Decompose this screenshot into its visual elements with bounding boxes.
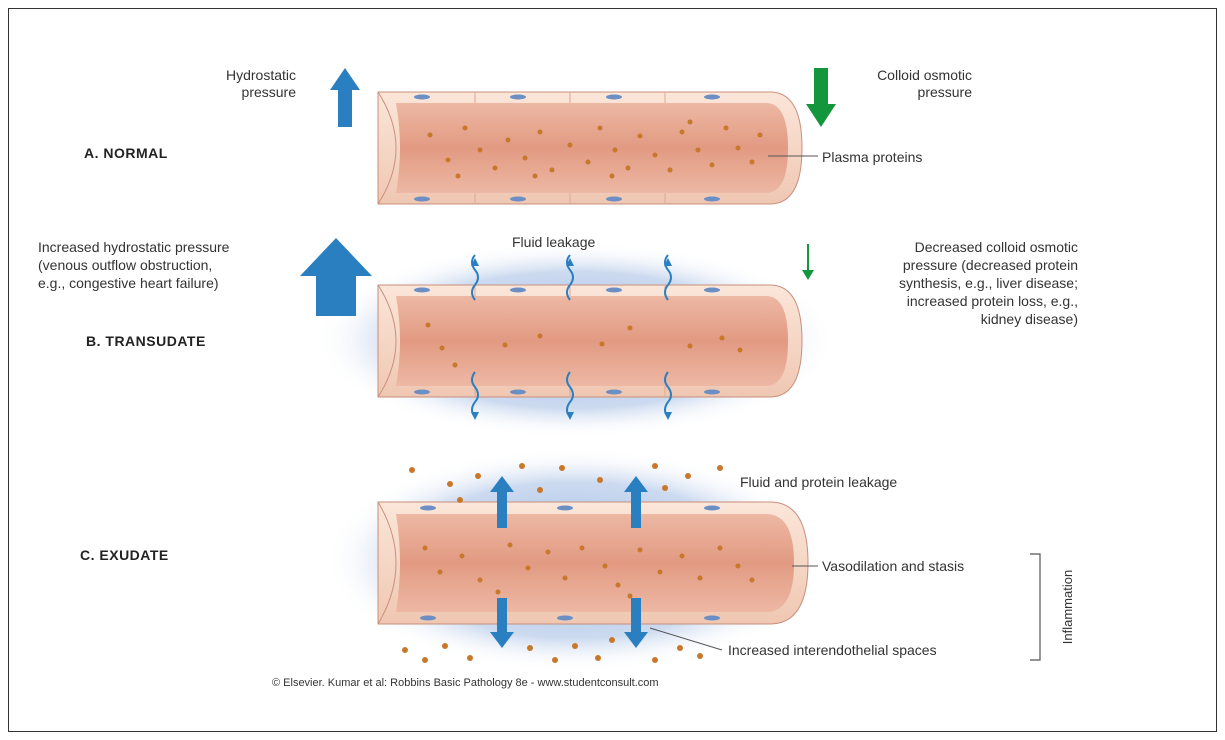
increased-hydrostatic-line1: Increased hydrostatic pressure <box>38 239 230 255</box>
vessel-transudate <box>378 285 802 397</box>
vessel-normal <box>378 92 802 204</box>
fluid-leakage-label: Fluid leakage <box>512 234 595 250</box>
copyright-credit: © Elsevier. Kumar et al: Robbins Basic P… <box>272 677 659 689</box>
hydrostatic-label-line1: Hydrostatic <box>226 67 296 83</box>
inflammation-label: Inflammation <box>1060 570 1075 644</box>
decreased-colloid-arrow-icon <box>802 244 814 280</box>
colloid-down-arrow-icon <box>806 68 836 127</box>
decreased-colloid-line4: increased protein loss, e.g., <box>907 293 1078 309</box>
inflammation-bracket <box>1030 554 1040 660</box>
plasma-proteins-label: Plasma proteins <box>822 149 922 165</box>
hydrostatic-label-line2: pressure <box>242 84 297 100</box>
hydrostatic-up-arrow-icon <box>330 68 360 127</box>
section-b-title: B. TRANSUDATE <box>86 333 206 349</box>
decreased-colloid-line2: pressure (decreased protein <box>903 257 1078 273</box>
increased-hydrostatic-line2: (venous outflow obstruction, <box>38 257 212 273</box>
vessel-exudate <box>378 502 808 624</box>
colloid-label-line1: Colloid osmotic <box>877 67 972 83</box>
decreased-colloid-line1: Decreased colloid osmotic <box>915 239 1078 255</box>
decreased-colloid-line3: synthesis, e.g., liver disease; <box>899 275 1078 291</box>
fluid-protein-leakage-label: Fluid and protein leakage <box>740 474 897 490</box>
vasodilation-label: Vasodilation and stasis <box>822 558 964 574</box>
colloid-label-line2: pressure <box>918 84 973 100</box>
section-c-title: C. EXUDATE <box>80 547 169 563</box>
increased-hydrostatic-line3: e.g., congestive heart failure) <box>38 275 219 291</box>
decreased-colloid-line5: kidney disease) <box>981 311 1078 327</box>
interendothelial-label: Increased interendothelial spaces <box>728 642 937 658</box>
section-a-title: A. NORMAL <box>84 145 168 161</box>
section-b-transudate <box>300 238 835 438</box>
section-a-normal <box>330 68 836 204</box>
